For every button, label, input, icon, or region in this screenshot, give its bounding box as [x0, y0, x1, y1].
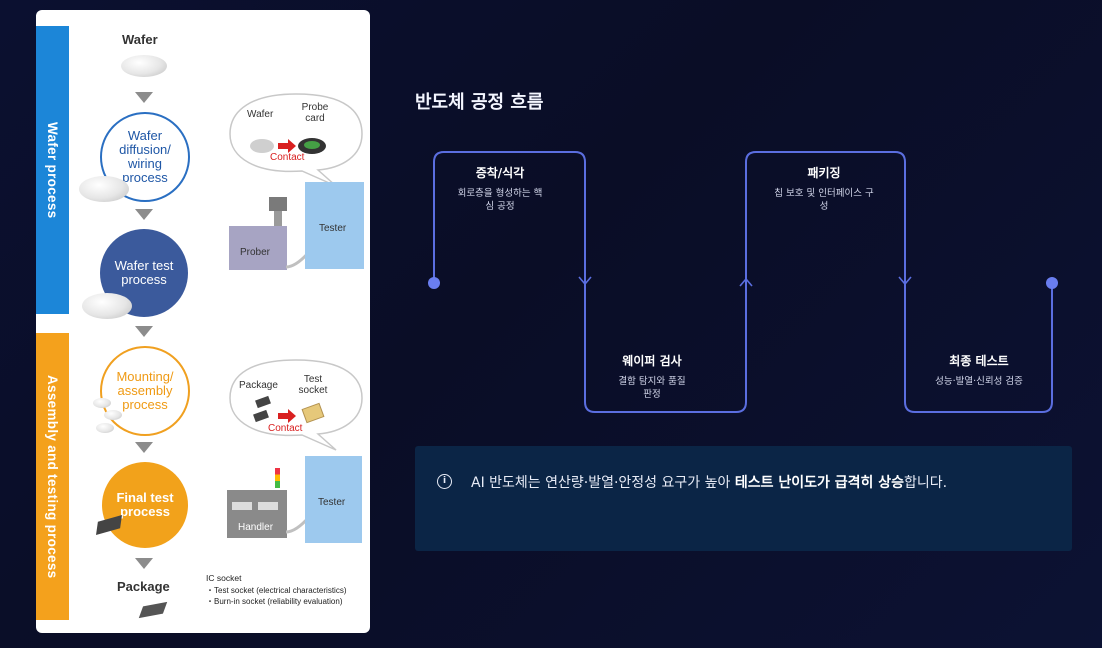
- prober-machine: [229, 226, 287, 270]
- process-flow-line: [428, 151, 1058, 413]
- arrow-down-icon: [135, 442, 153, 453]
- bubble-contact-label: Contact: [270, 152, 305, 163]
- red-arrow-icon: [278, 409, 296, 423]
- flow-step-desc: 회로층을 형성하는 핵심 공정: [457, 188, 543, 212]
- arrow-down-icon: [578, 276, 592, 286]
- chip-dot-icon: [104, 410, 122, 420]
- wafer-disc-icon: [82, 293, 132, 319]
- arrow-down-icon: [135, 558, 153, 569]
- flow-step-title: 최종 테스트: [949, 354, 1009, 368]
- probe-contact-bubble: [229, 93, 363, 187]
- tester-label: Tester: [318, 497, 346, 508]
- chip-dot-icon: [93, 398, 111, 408]
- wafer-disc-icon: [121, 55, 167, 77]
- wafer-disc-icon: [79, 176, 129, 202]
- assembly-process-label: Assembly and testing process: [45, 374, 60, 579]
- package-label: Package: [117, 579, 170, 594]
- bubble-probe-card-label: Probe card: [301, 102, 329, 124]
- test-socket-icon: [301, 402, 325, 424]
- signal-light-icon: [275, 468, 280, 488]
- tester-machine: [305, 456, 362, 543]
- flow-start-dot: [428, 277, 440, 289]
- ic-socket-item: ・Test socket (electrical characteristics…: [206, 586, 347, 595]
- flow-path: [433, 151, 1053, 413]
- chip-dot-icon: [96, 423, 114, 433]
- process-figure: Wafer process Assembly and testing proce…: [36, 10, 370, 633]
- flow-step-desc: 성능·발열·신뢰성 검증: [935, 376, 1023, 387]
- flow-step-title: 패키징: [807, 166, 841, 180]
- handler-label: Handler: [238, 522, 274, 533]
- note-text-end: 합니다.: [904, 475, 948, 491]
- red-arrow-icon: [278, 139, 296, 153]
- bubble-test-socket-label: Test socket: [298, 374, 328, 396]
- arrow-down-icon: [898, 276, 912, 286]
- wafer-process-band: Wafer process: [36, 26, 69, 314]
- diffusion-wiring-text: Wafer diffusion/ wiring process: [119, 128, 171, 185]
- socket-contact-bubble: [229, 359, 363, 451]
- info-icon: i: [437, 474, 452, 489]
- flow-step-title: 증착/식각: [475, 166, 525, 180]
- final-test-step: Final test process: [102, 462, 188, 548]
- flow-end-dot: [1046, 277, 1058, 289]
- flow-step-title: 웨이퍼 검사: [622, 354, 682, 368]
- tester-label: Tester: [319, 223, 347, 234]
- bubble-package-label: Package: [239, 380, 278, 391]
- handler-window: [258, 502, 278, 510]
- mounting-assembly-step: Mounting/ assembly process: [100, 346, 190, 436]
- prober-label: Prober: [240, 247, 271, 258]
- bubble-wafer-label: Wafer: [247, 109, 274, 120]
- ic-socket-item: ・Burn-in socket (reliability evaluation): [206, 597, 343, 606]
- note-emphasis: 테스트 난이도가 급격히 상승: [734, 475, 905, 491]
- mounting-assembly-text: Mounting/ assembly process: [116, 369, 174, 412]
- flow-step: 웨이퍼 검사 결함 탐지와 품질 판정: [615, 352, 689, 401]
- arrow-down-icon: [135, 209, 153, 220]
- flow-step-desc: 결함 탐지와 품질 판정: [618, 376, 686, 400]
- final-test-text: Final test process: [116, 490, 174, 519]
- tester-machine: [305, 182, 364, 269]
- probe-arm: [274, 211, 282, 227]
- arrow-up-icon: [739, 277, 753, 287]
- ic-socket-title: IC socket: [206, 573, 242, 583]
- bubble-contact-label: Contact: [268, 423, 303, 434]
- arrow-down-icon: [135, 92, 153, 103]
- flow-step-desc: 칩 보호 및 인터페이스 구성: [774, 188, 874, 212]
- handler-window: [232, 502, 252, 510]
- wafer-process-label: Wafer process: [45, 121, 60, 219]
- flow-step: 패키징 칩 보호 및 인터페이스 구성: [773, 164, 875, 213]
- wafer-mini-icon: [250, 139, 274, 153]
- assembly-process-band: Assembly and testing process: [36, 333, 69, 620]
- probe-head-icon: [269, 197, 287, 211]
- flow-step: 증착/식각 회로층을 형성하는 핵심 공정: [455, 164, 545, 213]
- package-chip-icon: [138, 601, 168, 619]
- handler-machine: [227, 490, 287, 538]
- info-note: i AI 반도체는 연산량·발열·안정성 요구가 높아 테스트 난이도가 급격히…: [415, 446, 1072, 551]
- package-mini-icon: [255, 395, 271, 409]
- wafer-label: Wafer: [122, 32, 158, 47]
- wafer-test-text: Wafer test process: [114, 258, 174, 287]
- flow-title: 반도체 공정 흐름: [415, 92, 544, 113]
- flow-step: 최종 테스트 성능·발열·신뢰성 검증: [929, 352, 1029, 388]
- note-text: AI 반도체는 연산량·발열·안정성 요구가 높아: [471, 475, 735, 491]
- arrow-down-icon: [135, 326, 153, 337]
